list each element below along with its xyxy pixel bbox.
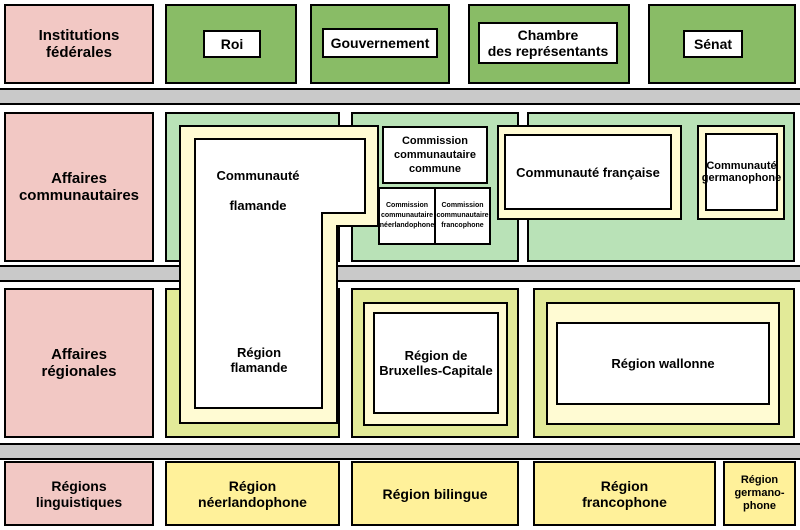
row-header-federal-institutions: Institutions fédérales bbox=[4, 4, 154, 84]
federal-king: Roi bbox=[203, 30, 261, 58]
linguistic-region-german: Région germano- phone bbox=[723, 461, 796, 526]
separator-band-1 bbox=[0, 88, 800, 105]
community-flemish: Communauté flamande bbox=[216, 167, 300, 213]
linguistic-region-dutch: Région néerlandophone bbox=[165, 461, 340, 526]
federal-senate: Sénat bbox=[683, 30, 743, 58]
separator-band-3 bbox=[0, 443, 800, 460]
french-community-commission: Commission communautaire francophone bbox=[436, 202, 489, 229]
federal-government: Gouvernement bbox=[322, 28, 438, 58]
commissions-divider bbox=[434, 187, 436, 245]
linguistic-region-bilingual: Région bilingue bbox=[351, 461, 519, 526]
community-french: Communauté française bbox=[504, 134, 672, 210]
region-flemish: Région flamande bbox=[230, 345, 288, 375]
region-walloon: Région wallonne bbox=[556, 322, 770, 405]
community-german: Communauté germanophone bbox=[702, 133, 781, 211]
region-brussels-capital: Région de Bruxelles-Capitale bbox=[373, 312, 499, 414]
row-header-regional-affairs: Affaires régionales bbox=[4, 288, 154, 438]
row-header-linguistic-regions: Régions linguistiques bbox=[4, 461, 154, 526]
row-header-community-affairs: Affaires communautaires bbox=[4, 112, 154, 262]
linguistic-region-french: Région francophone bbox=[533, 461, 716, 526]
federal-chamber-of-representatives: Chambre des représentants bbox=[478, 22, 618, 64]
dutch-community-commission: Commission communautaire néerlandophone bbox=[379, 202, 435, 229]
common-community-commission: Commission communautaire commune bbox=[382, 126, 488, 184]
